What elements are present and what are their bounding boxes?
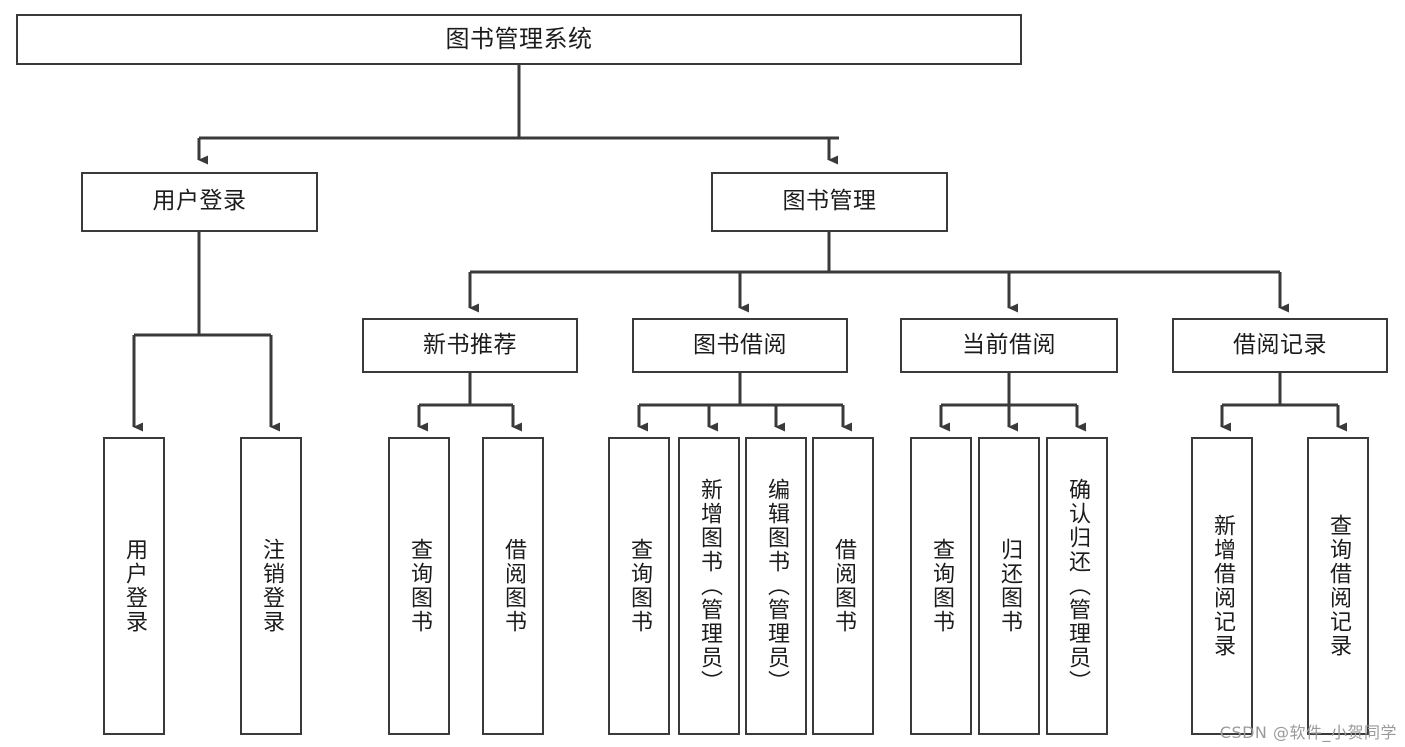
node-current-borrow-label: 当前借阅 [962, 331, 1056, 358]
node-leaf-borrow-book-1[interactable]: 借阅图书 [482, 437, 544, 735]
node-leaf-query-record[interactable]: 查询借阅记录 [1307, 437, 1369, 735]
node-leaf-query-book-1[interactable]: 查询图书 [388, 437, 450, 735]
node-leaf-logout-login-label: 注销登录 [259, 538, 284, 634]
node-leaf-query-record-label: 查询借阅记录 [1326, 514, 1351, 658]
node-leaf-return-book-label: 归还图书 [997, 538, 1022, 634]
watermark-csdn: CSDN @软件_小贺同学 [1219, 723, 1397, 742]
node-user-login-label: 用户登录 [152, 188, 247, 215]
node-book-borrow[interactable]: 图书借阅 [632, 318, 848, 373]
node-user-login[interactable]: 用户登录 [81, 172, 318, 232]
node-leaf-add-record[interactable]: 新增借阅记录 [1191, 437, 1253, 735]
node-new-book-recommend[interactable]: 新书推荐 [362, 318, 578, 373]
node-leaf-query-book-3[interactable]: 查询图书 [910, 437, 972, 735]
node-leaf-add-book[interactable]: 新增图书（管理员） [678, 437, 740, 735]
node-leaf-add-book-label: 新增图书（管理员） [697, 478, 722, 694]
node-root[interactable]: 图书管理系统 [16, 14, 1022, 65]
node-leaf-borrow-book-2[interactable]: 借阅图书 [812, 437, 874, 735]
node-leaf-confirm-return[interactable]: 确认归还（管理员） [1046, 437, 1108, 735]
node-leaf-borrow-book-2-label: 借阅图书 [831, 538, 856, 634]
node-leaf-edit-book[interactable]: 编辑图书（管理员） [745, 437, 807, 735]
node-borrow-record[interactable]: 借阅记录 [1172, 318, 1388, 373]
node-leaf-query-book-1-label: 查询图书 [407, 538, 432, 634]
node-leaf-logout-login[interactable]: 注销登录 [240, 437, 302, 735]
node-leaf-query-book-2[interactable]: 查询图书 [608, 437, 670, 735]
node-leaf-user-login-label: 用户登录 [122, 538, 147, 634]
node-borrow-record-label: 借阅记录 [1233, 331, 1327, 358]
node-leaf-return-book[interactable]: 归还图书 [978, 437, 1040, 735]
node-new-book-recommend-label: 新书推荐 [423, 331, 517, 358]
node-leaf-add-record-label: 新增借阅记录 [1210, 514, 1235, 658]
node-book-management[interactable]: 图书管理 [711, 172, 948, 232]
node-root-label: 图书管理系统 [445, 25, 593, 54]
node-leaf-user-login[interactable]: 用户登录 [103, 437, 165, 735]
node-leaf-confirm-return-label: 确认归还（管理员） [1065, 478, 1090, 694]
node-book-borrow-label: 图书借阅 [693, 331, 787, 358]
node-book-management-label: 图书管理 [782, 188, 877, 215]
node-leaf-borrow-book-1-label: 借阅图书 [501, 538, 526, 634]
node-current-borrow[interactable]: 当前借阅 [900, 318, 1118, 373]
node-leaf-edit-book-label: 编辑图书（管理员） [764, 478, 789, 694]
node-leaf-query-book-2-label: 查询图书 [627, 538, 652, 634]
node-leaf-query-book-3-label: 查询图书 [929, 538, 954, 634]
